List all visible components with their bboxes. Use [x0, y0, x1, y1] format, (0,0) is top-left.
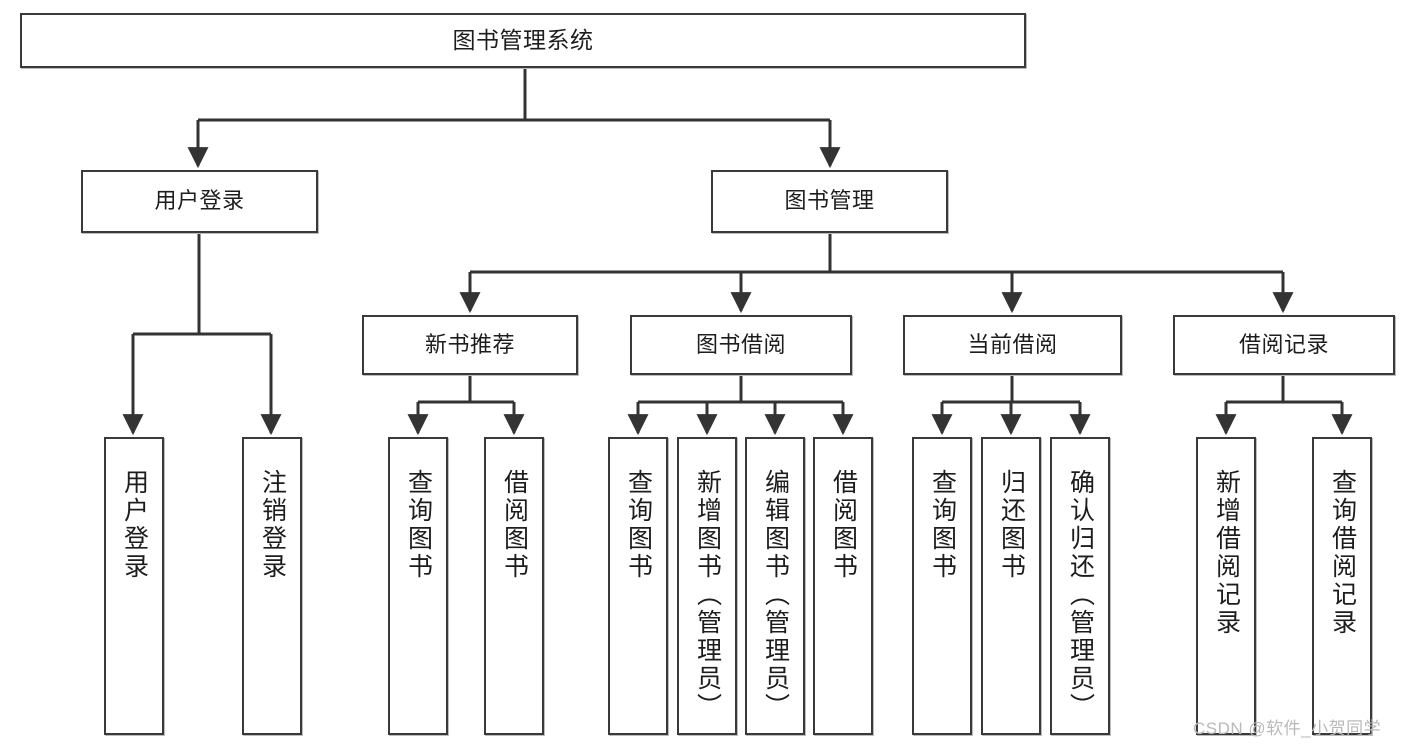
leaf-label: 借阅图书 — [829, 469, 858, 581]
leaf-new-book-query[interactable]: 查询图书 — [388, 437, 448, 735]
leaf-new-book-borrow[interactable]: 借阅图书 — [484, 437, 544, 735]
leaf-label: 注销登录 — [258, 469, 287, 581]
node-book-manage[interactable]: 图书管理 — [711, 170, 948, 233]
leaf-current-confirm-return[interactable]: 确认归还（管理员） — [1050, 437, 1110, 735]
leaf-borrow-query[interactable]: 查询图书 — [608, 437, 668, 735]
leaf-label: 查询图书 — [624, 469, 653, 581]
watermark: CSDN @软件_小贺同学 — [1193, 719, 1382, 738]
leaf-current-return[interactable]: 归还图书 — [981, 437, 1041, 735]
leaf-label: 借阅图书 — [500, 469, 529, 581]
leaf-current-query[interactable]: 查询图书 — [912, 437, 972, 735]
leaf-label: 查询图书 — [404, 469, 433, 581]
leaf-label: 新增图书（管理员） — [693, 469, 722, 721]
node-user-login[interactable]: 用户登录 — [81, 170, 318, 233]
leaf-borrow-edit-book[interactable]: 编辑图书（管理员） — [745, 437, 805, 735]
leaf-user-login-logout[interactable]: 注销登录 — [242, 437, 302, 735]
leaf-records-query[interactable]: 查询借阅记录 — [1312, 437, 1372, 735]
node-current-borrow[interactable]: 当前借阅 — [903, 315, 1122, 375]
node-book-borrow[interactable]: 图书借阅 — [630, 315, 852, 375]
node-borrow-records[interactable]: 借阅记录 — [1173, 315, 1395, 375]
leaf-user-login-login[interactable]: 用户登录 — [104, 437, 164, 735]
node-user-login-label: 用户登录 — [154, 188, 245, 214]
node-borrow-records-label: 借阅记录 — [1238, 331, 1329, 357]
leaf-label: 归还图书 — [997, 469, 1026, 581]
leaf-label: 新增借阅记录 — [1212, 469, 1241, 637]
leaf-label: 编辑图书（管理员） — [761, 469, 790, 721]
leaf-records-add[interactable]: 新增借阅记录 — [1196, 437, 1256, 735]
node-book-borrow-label: 图书借阅 — [695, 331, 786, 357]
leaf-borrow-borrow-book[interactable]: 借阅图书 — [813, 437, 873, 735]
node-current-borrow-label: 当前借阅 — [967, 331, 1058, 357]
node-book-manage-label: 图书管理 — [784, 188, 875, 214]
node-new-book-label: 新书推荐 — [424, 331, 515, 357]
node-root[interactable]: 图书管理系统 — [20, 13, 1026, 68]
leaf-label: 查询图书 — [928, 469, 957, 581]
node-new-book[interactable]: 新书推荐 — [362, 315, 578, 375]
leaf-borrow-add-book[interactable]: 新增图书（管理员） — [677, 437, 737, 735]
node-root-label: 图书管理系统 — [452, 26, 594, 53]
leaf-label: 查询借阅记录 — [1328, 469, 1357, 637]
leaf-label: 确认归还（管理员） — [1066, 469, 1095, 721]
leaf-label: 用户登录 — [120, 469, 149, 581]
